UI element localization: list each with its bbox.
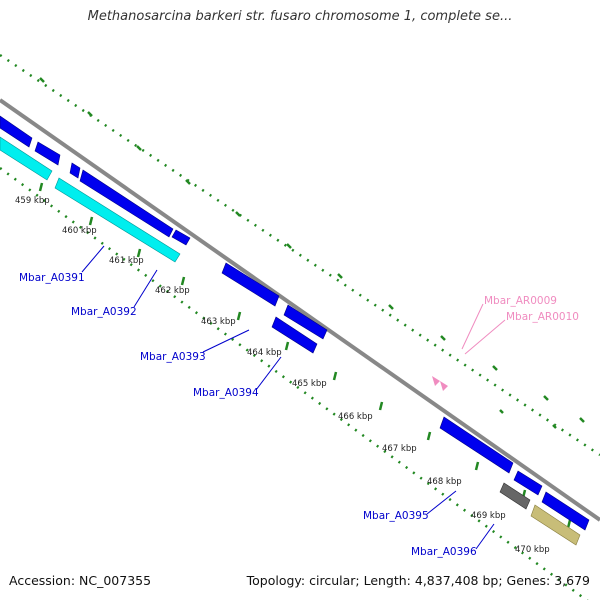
gene-leader-lines bbox=[81, 245, 506, 550]
kbp-label: 462 kbp bbox=[155, 286, 190, 296]
kbp-label: 470 kbp bbox=[515, 545, 550, 555]
gene-rrna[interactable] bbox=[54, 177, 181, 263]
gene-cds[interactable] bbox=[79, 169, 174, 238]
kbp-label: 460 kbp bbox=[62, 226, 97, 236]
kbp-label: 463 kbp bbox=[201, 317, 236, 327]
chromosome-backbone bbox=[0, 98, 600, 522]
topology-text: Topology: circular; Length: 4,837,408 bp… bbox=[246, 573, 590, 588]
gene-label[interactable]: Mbar_A0392 bbox=[71, 306, 137, 318]
gene-cds[interactable] bbox=[69, 162, 81, 179]
outer-tick-marks bbox=[39, 77, 585, 429]
gene-cds[interactable] bbox=[541, 491, 590, 531]
kbp-label: 469 kbp bbox=[471, 511, 506, 521]
kbp-label: 465 kbp bbox=[292, 379, 327, 389]
gene-label[interactable]: Mbar_A0391 bbox=[19, 272, 85, 284]
gene-label[interactable]: Mbar_A0396 bbox=[411, 546, 477, 558]
gene-label[interactable]: Mbar_A0395 bbox=[363, 510, 429, 522]
gene-cds[interactable] bbox=[221, 262, 280, 307]
gene-cds[interactable] bbox=[171, 229, 191, 246]
kbp-label: 468 kbp bbox=[427, 477, 462, 487]
gene-cds[interactable] bbox=[0, 115, 33, 148]
kbp-label: 464 kbp bbox=[247, 348, 282, 358]
gene-label[interactable]: Mbar_AR0009 bbox=[484, 295, 557, 307]
gene-label[interactable]: Mbar_A0393 bbox=[140, 351, 206, 363]
kbp-labels: 459 kbp 460 kbp 461 kbp 462 kbp 463 kbp … bbox=[15, 196, 550, 555]
inner-dotted-track bbox=[0, 166, 589, 600]
gene-cds[interactable] bbox=[271, 316, 318, 354]
gene-cds[interactable] bbox=[513, 470, 543, 496]
gene-trna[interactable] bbox=[440, 381, 448, 391]
gene-label[interactable]: Mbar_A0394 bbox=[193, 387, 259, 399]
gene-misc-khaki[interactable] bbox=[530, 504, 581, 546]
gene-trna[interactable] bbox=[432, 376, 440, 386]
gene-label[interactable]: Mbar_AR0010 bbox=[506, 311, 579, 323]
gene-misc-gray[interactable] bbox=[499, 482, 531, 510]
kbp-label: 459 kbp bbox=[15, 196, 50, 206]
kbp-label: 461 kbp bbox=[109, 256, 144, 266]
kbp-label: 467 kbp bbox=[382, 444, 417, 454]
accession-text: Accession: NC_007355 bbox=[9, 573, 152, 588]
kbp-label: 466 kbp bbox=[338, 412, 373, 422]
outer-dotted-track bbox=[0, 53, 600, 457]
gene-rrna[interactable] bbox=[0, 136, 53, 181]
inner-tick-marks bbox=[38, 182, 572, 529]
gene-cds[interactable] bbox=[439, 416, 514, 474]
gene-cds[interactable] bbox=[283, 304, 328, 340]
gene-cds[interactable] bbox=[34, 141, 61, 166]
gene-labels: Mbar_A0391 Mbar_A0392 Mbar_A0393 Mbar_A0… bbox=[19, 272, 579, 558]
map-title: Methanosarcina barkeri str. fusaro chrom… bbox=[87, 9, 513, 24]
gene-features bbox=[0, 115, 590, 546]
